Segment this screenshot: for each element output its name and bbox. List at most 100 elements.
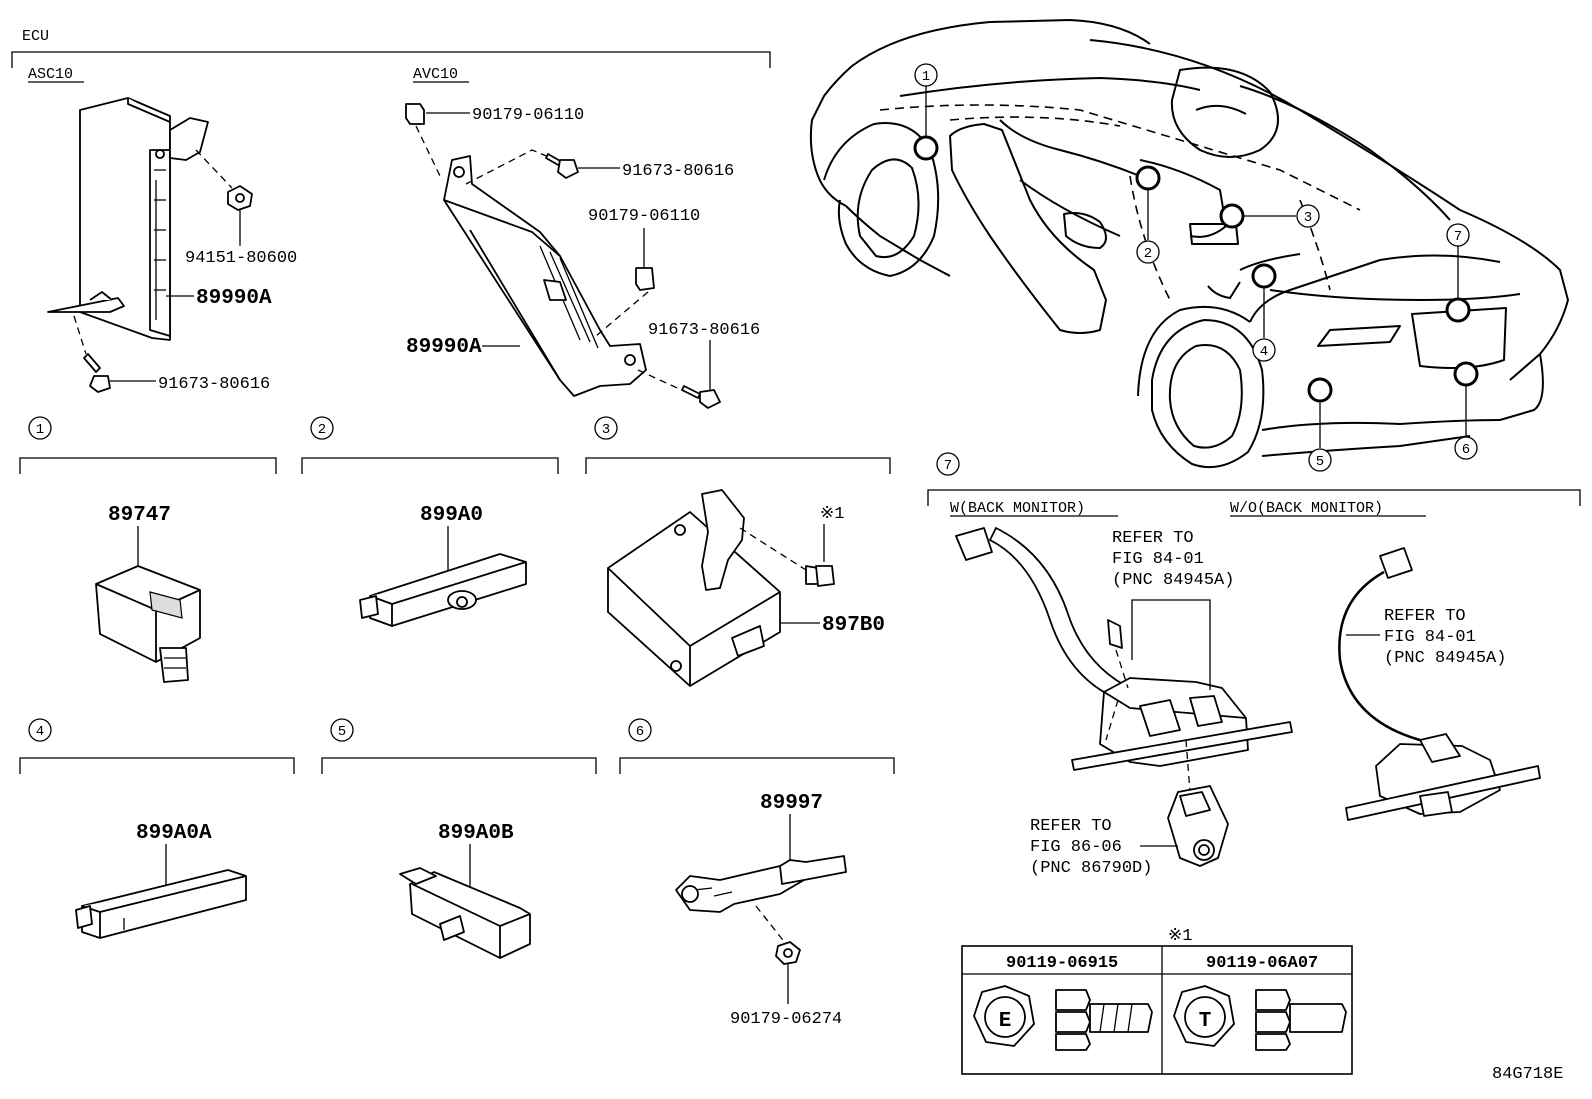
figure-code: 84G718E xyxy=(1492,1065,1563,1084)
car-callout-3 xyxy=(1296,204,1320,228)
ref2-line3: (PNC 84945A) xyxy=(1384,649,1506,668)
group-6-bracket xyxy=(619,757,895,774)
svg-text:4: 4 xyxy=(1260,344,1268,360)
group-4-sensor-drawing xyxy=(75,869,247,939)
car-callout-6 xyxy=(1454,436,1478,460)
group-3-bolt-icon xyxy=(805,565,835,587)
avc-clip-mid-part-number: 90179-06110 xyxy=(588,207,700,226)
group-2-sensor-drawing xyxy=(359,553,527,627)
svg-text:6: 6 xyxy=(1462,442,1470,458)
car-location-2 xyxy=(1135,165,1161,191)
svg-text:7: 7 xyxy=(1454,229,1462,245)
car-location-4 xyxy=(1251,263,1277,289)
svg-text:1: 1 xyxy=(36,422,44,438)
ref3-line3: (PNC 86790D) xyxy=(1030,859,1152,878)
group-2-circle xyxy=(310,416,334,440)
car-location-6 xyxy=(1453,361,1479,387)
with-monitor-camera-drawing xyxy=(1167,785,1229,867)
avc-label: AVC10 xyxy=(413,66,458,83)
bolt-e-drawing xyxy=(973,985,1153,1051)
group-2-bracket xyxy=(301,457,559,474)
ref2-line2: FIG 84-01 xyxy=(1384,628,1476,647)
avc-bolt-bottom-part-number: 91673-80616 xyxy=(648,321,760,340)
avc-ecu-drawing xyxy=(443,155,647,397)
avc-bolt-top-icon xyxy=(545,153,579,179)
svg-text:4: 4 xyxy=(36,724,44,740)
ref2-line1: REFER TO xyxy=(1384,607,1466,626)
asc-label: ASC10 xyxy=(28,66,73,83)
asc-bolt-part-number: 91673-80616 xyxy=(158,375,270,394)
asc-clip-part-number: 94151-80600 xyxy=(185,249,297,268)
group-4-bracket xyxy=(19,757,295,774)
with-back-monitor-label: W(BACK MONITOR) xyxy=(950,500,1085,517)
group-4-circle xyxy=(28,718,52,742)
ref1-line1: REFER TO xyxy=(1112,529,1194,548)
car-callout-1 xyxy=(914,63,938,87)
svg-text:5: 5 xyxy=(338,724,346,740)
car-illustration xyxy=(809,19,1569,468)
car-callout-4 xyxy=(1252,338,1276,362)
group-6-circle xyxy=(628,718,652,742)
group-2-part-number: 899A0 xyxy=(420,504,483,527)
asc-ecu-part-number: 89990A xyxy=(196,287,272,310)
group-6-part-number: 89997 xyxy=(760,792,823,815)
svg-text:1: 1 xyxy=(922,69,930,85)
ecu-label: ECU xyxy=(22,28,49,45)
svg-text:6: 6 xyxy=(636,724,644,740)
group-1-bracket xyxy=(19,457,277,474)
note-table-col1: 90119-06915 xyxy=(1006,954,1118,973)
group-5-sensor-drawing xyxy=(399,867,531,959)
bolt-t-drawing xyxy=(1173,985,1347,1051)
car-location-5 xyxy=(1307,377,1333,403)
note-table-col2: 90119-06A07 xyxy=(1206,954,1318,973)
group-5-part-number: 899A0B xyxy=(438,822,514,845)
car-location-1 xyxy=(913,135,939,161)
svg-text:2: 2 xyxy=(1144,246,1152,262)
group-6-clip-part-number: 90179-06274 xyxy=(730,1010,842,1029)
svg-text:3: 3 xyxy=(602,422,610,438)
bolt-e-letter: E xyxy=(999,1010,1012,1033)
group-5-bracket xyxy=(321,757,597,774)
asc-clip-icon xyxy=(227,185,253,211)
asc-bolt-icon xyxy=(83,353,111,393)
group-3-module-drawing xyxy=(607,489,781,687)
group-1-sensor-drawing xyxy=(95,565,201,683)
ref3-line2: FIG 86-06 xyxy=(1030,838,1122,857)
avc-bolt-bottom-icon xyxy=(681,385,721,409)
svg-text:7: 7 xyxy=(944,458,952,474)
avc-clip-top-part-number: 90179-06110 xyxy=(472,106,584,125)
asc-ecu-drawing xyxy=(47,97,209,341)
car-callout-7 xyxy=(1446,223,1470,247)
avc-ecu-part-number: 89990A xyxy=(406,336,482,359)
car-location-3 xyxy=(1219,203,1245,229)
avc-bolt-top-part-number: 91673-80616 xyxy=(622,162,734,181)
car-location-7 xyxy=(1445,297,1471,323)
car-callout-5 xyxy=(1308,448,1332,472)
car-callout-2 xyxy=(1136,240,1160,264)
without-back-monitor-label: W/O(BACK MONITOR) xyxy=(1230,500,1383,517)
svg-text:5: 5 xyxy=(1316,454,1324,470)
ref1-line2: FIG 84-01 xyxy=(1112,550,1204,569)
group-3-note-mark: ※1 xyxy=(820,505,844,524)
ref3-line1: REFER TO xyxy=(1030,817,1112,836)
svg-text:2: 2 xyxy=(318,422,326,438)
note-table xyxy=(961,945,1353,1075)
group-7-circle xyxy=(936,452,960,476)
group-6-sensor-drawing xyxy=(675,855,847,913)
ref1-line3: (PNC 84945A) xyxy=(1112,571,1234,590)
without-monitor-harness-drawing xyxy=(1338,547,1541,821)
avc-clip-top-icon xyxy=(405,103,425,125)
with-monitor-harness-drawing xyxy=(955,527,1293,793)
group-6-clip-icon xyxy=(775,941,801,965)
group-7-bracket xyxy=(927,489,1581,506)
group-5-circle xyxy=(330,718,354,742)
group-1-circle xyxy=(28,416,52,440)
bolt-t-letter: T xyxy=(1199,1010,1212,1033)
group-3-bracket xyxy=(585,457,891,474)
group-4-part-number: 899A0A xyxy=(136,822,212,845)
ecu-bracket xyxy=(11,51,771,68)
note-table-mark: ※1 xyxy=(1168,927,1192,946)
group-3-circle xyxy=(594,416,618,440)
group-1-part-number: 89747 xyxy=(108,504,171,527)
